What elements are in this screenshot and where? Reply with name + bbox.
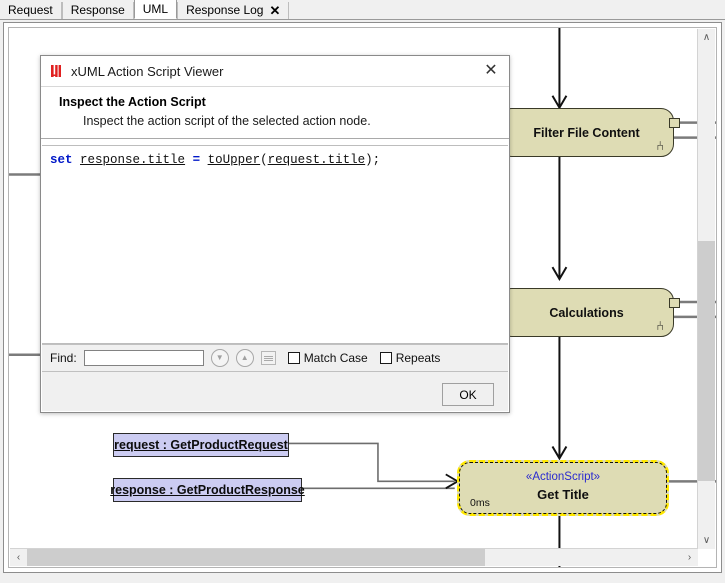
close-icon[interactable]: ✕ (484, 62, 498, 79)
scroll-up-icon[interactable]: ∧ (698, 29, 715, 46)
horizontal-scrollbar-thumb[interactable] (27, 549, 485, 566)
find-bar: Find: ▼ ▲ Match Case Repeats (42, 344, 508, 372)
fork-icon: ⑃ (656, 318, 664, 333)
action-script-code-line: set response.title = toUpper(request.tit… (50, 153, 381, 167)
dialog-footer: OK (42, 372, 508, 411)
param-label: request : GetProductRequest (114, 438, 288, 452)
tab-uml[interactable]: UML (133, 0, 178, 19)
match-case-label: Match Case (303, 351, 368, 365)
tab-label: Response (70, 3, 125, 17)
list-icon[interactable] (260, 351, 276, 365)
scroll-down-icon[interactable]: ∨ (698, 532, 715, 549)
tab-label: Request (8, 3, 53, 17)
ok-button[interactable]: OK (442, 383, 494, 406)
param-box-request[interactable]: request : GetProductRequest (113, 433, 289, 457)
tab-request[interactable]: Request (0, 2, 62, 19)
repeats-checkbox[interactable]: Repeats (379, 351, 441, 365)
dialog-title: xUML Action Script Viewer (71, 63, 224, 79)
port-filter-out[interactable] (669, 118, 680, 128)
fork-icon: ⑃ (656, 138, 664, 153)
scroll-right-icon[interactable]: › (681, 549, 698, 566)
find-previous-icon[interactable]: ▲ (235, 349, 254, 367)
checkbox-box[interactable] (287, 352, 300, 364)
uml-node-label: Get Title (537, 487, 589, 502)
vertical-scrollbar[interactable]: ∧ ∨ (697, 29, 715, 549)
scroll-left-icon[interactable]: ‹ (10, 549, 27, 566)
search-input[interactable] (83, 350, 204, 366)
action-script-code-area[interactable]: set response.title = toUpper(request.tit… (42, 145, 508, 344)
repeats-label: Repeats (395, 351, 441, 365)
uml-node-stereotype: «ActionScript» (525, 471, 601, 483)
tab-response[interactable]: Response (61, 2, 134, 19)
uml-node-filter-file-content[interactable]: Filter File Content ⑃ (499, 108, 674, 157)
tab-bar: Request Response UML Response Log ✕ (0, 0, 725, 20)
dialog-title-bar: xUML Action Script Viewer ✕ (41, 56, 509, 87)
uml-node-label: Filter File Content (533, 125, 640, 140)
vertical-scrollbar-thumb[interactable] (698, 241, 715, 481)
uml-node-get-title[interactable]: «ActionScript» Get Title 0ms (457, 460, 669, 516)
match-case-checkbox[interactable]: Match Case (287, 351, 368, 365)
checkbox-box[interactable] (379, 352, 392, 364)
param-label: response : GetProductResponse (110, 483, 305, 497)
horizontal-scrollbar[interactable]: ‹ › (10, 548, 698, 566)
dialog-subheading: Inspect the action script of the selecte… (83, 114, 371, 128)
find-next-icon[interactable]: ▼ (210, 349, 229, 367)
action-script-viewer-dialog[interactable]: xUML Action Script Viewer ✕ Inspect the … (40, 55, 510, 413)
tab-response-log[interactable]: Response Log ✕ (177, 2, 290, 19)
port-calculations-out[interactable] (669, 298, 680, 308)
uml-node-label: Calculations (549, 305, 624, 320)
find-label: Find: (50, 351, 77, 365)
uml-node-calculations[interactable]: Calculations ⑃ (499, 288, 674, 337)
tab-label: Response Log (186, 3, 264, 17)
uml-node-duration: 0ms (470, 497, 490, 509)
close-icon[interactable]: ✕ (269, 3, 281, 18)
dialog-header: Inspect the Action Script Inspect the ac… (41, 87, 509, 139)
dialog-heading: Inspect the Action Script (59, 95, 206, 109)
xuml-logo-icon (51, 65, 61, 77)
tab-label: UML (142, 2, 169, 16)
param-box-response[interactable]: response : GetProductResponse (110, 478, 305, 502)
